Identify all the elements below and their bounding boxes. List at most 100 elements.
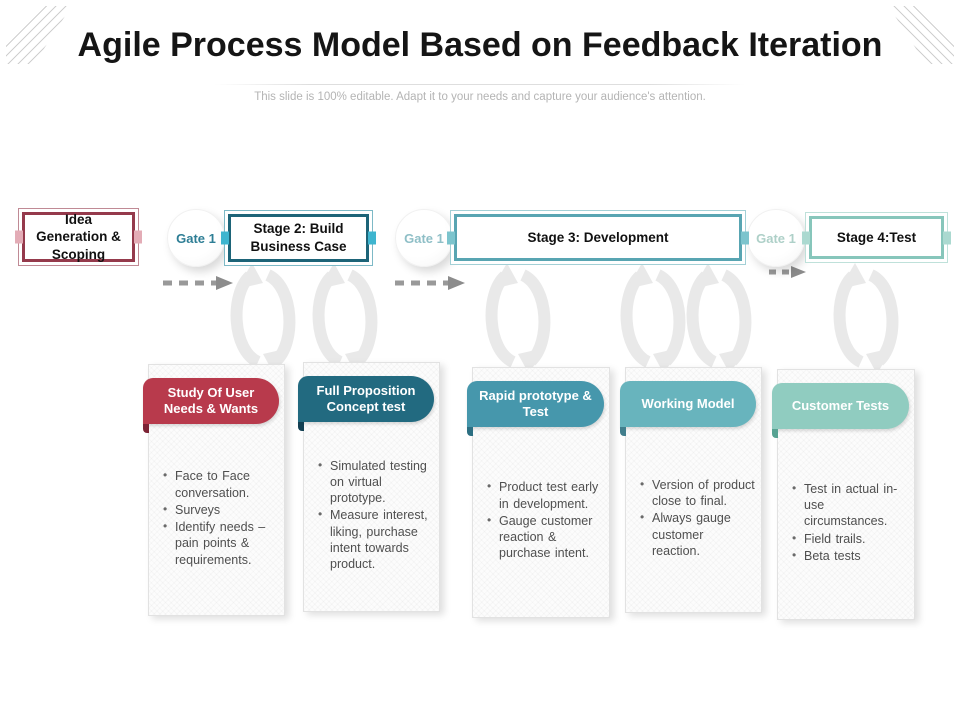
process-card-full-proposition-concept-test: Full Proposition Concept test • Simulated… bbox=[298, 362, 440, 612]
gate-label: Gate 1 bbox=[756, 230, 796, 246]
card-body: • Version of product close to final. • Alw… bbox=[626, 432, 761, 604]
connector-tab-left bbox=[221, 231, 229, 245]
card-header-pill: Customer Tests bbox=[772, 383, 909, 429]
card-title: Customer Tests bbox=[791, 397, 890, 413]
card-body: • Product test early in development. • Gau… bbox=[473, 432, 609, 609]
bullet-dot: • bbox=[640, 476, 645, 491]
title-divider bbox=[215, 84, 745, 85]
list-item: • Product test early in development. bbox=[485, 479, 603, 512]
bullet-dot: • bbox=[792, 547, 797, 562]
stage-box-inner-border: Idea Generation & Scoping bbox=[22, 212, 135, 262]
process-card-working-model: Working Model • Version of product close … bbox=[620, 367, 762, 613]
pill-fold bbox=[772, 429, 778, 438]
list-item: • Always gauge customer reaction. bbox=[638, 510, 755, 559]
bullet-text: Surveys bbox=[175, 502, 221, 517]
stage-box-inner-border: Stage 2: Build Business Case bbox=[228, 214, 369, 262]
gate-circle-2: Gate 1 bbox=[395, 209, 453, 267]
pill-fold bbox=[143, 424, 149, 433]
list-item: • Face to Face conversation. bbox=[161, 468, 278, 501]
connector-tab-right bbox=[741, 231, 749, 244]
feedback-loop-icon bbox=[693, 263, 746, 374]
stage-label: Stage 3: Development bbox=[527, 229, 669, 245]
stage-box-idea-generation: Idea Generation & Scoping bbox=[15, 208, 142, 266]
feedback-loop-icon bbox=[840, 263, 893, 374]
stage-box-development: Stage 3: Development bbox=[447, 210, 749, 265]
card-body: • Simulated testing on virtual prototype.… bbox=[304, 427, 439, 603]
bullet-text: Face to Face conversation. bbox=[175, 469, 250, 500]
card-header-pill: Working Model bbox=[620, 381, 756, 427]
bullet-dot: • bbox=[318, 507, 323, 522]
gate-circle-3: Gate 1 bbox=[747, 209, 805, 267]
list-item: • Identify needs – pain points & requirem… bbox=[161, 519, 278, 568]
list-item: • Simulated testing on virtual prototype. bbox=[316, 458, 433, 507]
stage-label: Stage 2: Build Business Case bbox=[250, 221, 347, 254]
card-title: Working Model bbox=[641, 395, 735, 411]
bullet-text: Version of product close to final. bbox=[652, 477, 755, 509]
stage-box-inner-border: Stage 3: Development bbox=[454, 214, 742, 261]
bullet-text: Measure interest, liking, purchase inten… bbox=[330, 508, 428, 572]
bullet-dot: • bbox=[487, 512, 492, 527]
bullet-text: Test in actual in-use circumstances. bbox=[804, 481, 898, 529]
bullet-dot: • bbox=[163, 468, 168, 483]
bullet-dot: • bbox=[640, 510, 645, 525]
dashed-arrow-1 bbox=[163, 276, 233, 290]
bullet-dot: • bbox=[163, 519, 168, 533]
pill-fold bbox=[467, 427, 473, 436]
bullet-list: • Version of product close to final. • Alw… bbox=[638, 476, 755, 560]
card-title: Full Proposition Concept test bbox=[316, 382, 416, 414]
list-item: • Test in actual in-use circumstances. bbox=[790, 481, 908, 530]
bullet-dot: • bbox=[487, 479, 492, 494]
bullet-list: • Product test early in development. • Gau… bbox=[485, 478, 603, 562]
gate-circle-1: Gate 1 bbox=[167, 209, 225, 267]
bullet-text: Always gauge customer reaction. bbox=[652, 511, 731, 558]
feedback-loop-icon bbox=[627, 263, 680, 374]
stage-box-build-business-case: Stage 2: Build Business Case bbox=[221, 210, 376, 266]
bullet-text: Identify needs – pain points & requireme… bbox=[175, 520, 266, 567]
bullet-list: • Simulated testing on virtual prototype.… bbox=[316, 457, 433, 574]
bullet-dot: • bbox=[163, 501, 168, 516]
bullet-text: Simulated testing on virtual prototype. bbox=[330, 458, 427, 506]
list-item: • Surveys bbox=[161, 502, 278, 518]
list-item: • Gauge customer reaction & purchase inte… bbox=[485, 513, 603, 562]
bullet-text: Product test early in development. bbox=[499, 480, 599, 511]
feedback-loop-icon bbox=[319, 263, 372, 374]
card-title: Rapid prototype & Test bbox=[479, 387, 592, 419]
connector-tab-left bbox=[447, 231, 455, 244]
list-item: • Field trails. bbox=[790, 531, 908, 547]
pill-fold bbox=[620, 427, 626, 436]
process-card-rapid-prototype-test: Rapid prototype & Test • Product test ear… bbox=[467, 367, 610, 618]
connector-tab-right bbox=[943, 231, 951, 244]
process-card-study-of-user-needs: Study Of User Needs & Wants • Face to Fac… bbox=[143, 364, 285, 616]
bullet-dot: • bbox=[318, 457, 323, 472]
feedback-loop-icon bbox=[492, 263, 545, 374]
card-body: • Test in actual in-use circumstances. • F… bbox=[778, 434, 914, 611]
feedback-loop-icon bbox=[237, 263, 290, 374]
bullet-list: • Face to Face conversation. • Surveys • Id… bbox=[161, 467, 278, 569]
bullet-text: Gauge customer reaction & purchase inten… bbox=[499, 513, 593, 561]
subtitle-text: This slide is 100% editable. Adapt it to… bbox=[254, 91, 706, 103]
bullet-text: Beta tests bbox=[804, 548, 861, 563]
gate-label: Gate 1 bbox=[404, 230, 444, 246]
bullet-list: • Test in actual in-use circumstances. • F… bbox=[790, 480, 908, 565]
list-item: • Version of product close to final. bbox=[638, 477, 755, 510]
dashed-arrow-2 bbox=[395, 276, 465, 290]
card-header-pill: Study Of User Needs & Wants bbox=[143, 378, 279, 424]
card-title: Study Of User Needs & Wants bbox=[163, 384, 259, 416]
bullet-dot: • bbox=[792, 480, 797, 495]
dashed-arrow-3 bbox=[769, 266, 806, 278]
stage-box-inner-border: Stage 4:Test bbox=[809, 216, 944, 259]
connector-tab-right bbox=[134, 230, 142, 244]
bullet-dot: • bbox=[792, 530, 797, 545]
connector-tab-left bbox=[15, 230, 23, 244]
list-item: • Measure interest, liking, purchase inte… bbox=[316, 507, 433, 572]
pill-fold bbox=[298, 422, 304, 431]
gate-label: Gate 1 bbox=[176, 230, 216, 246]
card-header-pill: Rapid prototype & Test bbox=[467, 381, 604, 427]
bullet-text: Field trails. bbox=[804, 531, 866, 546]
stage-label: Stage 4:Test bbox=[836, 229, 917, 245]
card-header-pill: Full Proposition Concept test bbox=[298, 376, 434, 422]
page-title: Agile Process Model Based on Feedback It… bbox=[77, 26, 883, 64]
stage-box-test: Stage 4:Test bbox=[802, 212, 951, 263]
